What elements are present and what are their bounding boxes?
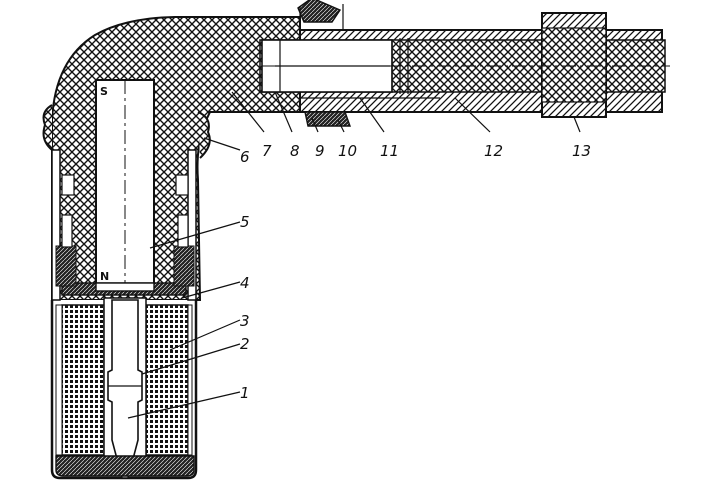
sealing-ring-left: [42, 104, 53, 151]
housing-bottom: [55, 455, 195, 477]
callout-4: 4: [240, 274, 250, 292]
callout-12: 12: [484, 142, 503, 160]
clamp-bottom: [304, 111, 351, 127]
pole-s-label: S: [100, 85, 108, 98]
callout-6: 6: [240, 148, 250, 166]
winding-left: [61, 304, 105, 456]
callout-11: 11: [380, 142, 399, 160]
callout-7: 7: [262, 142, 272, 160]
magnetic-core: [107, 299, 143, 479]
callout-2: 2: [240, 335, 250, 353]
callout-10: 10: [338, 142, 357, 160]
callout-1: 1: [240, 384, 250, 402]
callout-9: 9: [315, 142, 325, 160]
winding-right: [145, 304, 189, 456]
callout-5: 5: [240, 213, 250, 231]
callout-8: 8: [290, 142, 300, 160]
sealing-ring-right: [197, 111, 211, 159]
callout-3: 3: [240, 312, 250, 330]
pole-n-label: N: [100, 270, 109, 283]
leader-lines: [127, 91, 581, 419]
callout-13: 13: [572, 142, 591, 160]
clamp-top: [297, 0, 342, 23]
